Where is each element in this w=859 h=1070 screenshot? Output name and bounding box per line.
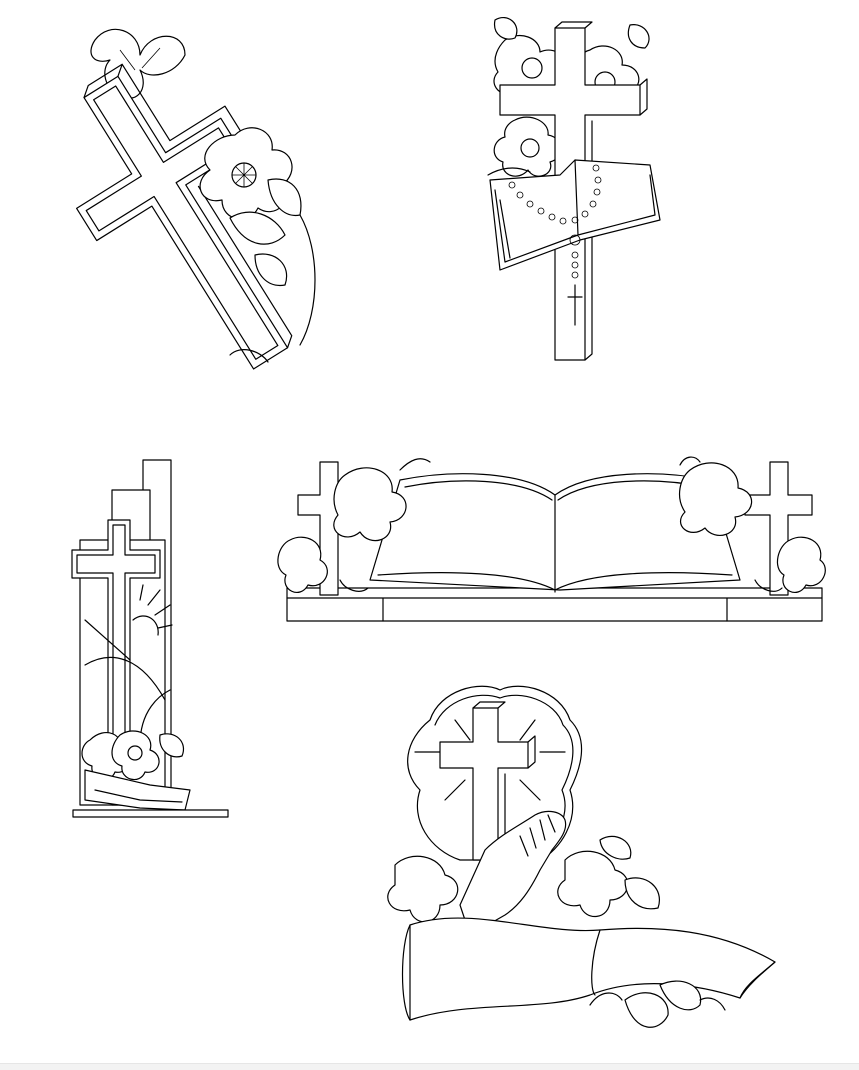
open-book-with-crosses-icon [277, 456, 826, 622]
cross-bible-rosary-icon [487, 17, 661, 361]
cross-with-flower-icon [75, 28, 316, 370]
stacked-crosses-sunrise-icon [71, 459, 229, 818]
praying-hands-cross-icon [387, 685, 776, 1028]
footer-band [0, 1063, 859, 1070]
